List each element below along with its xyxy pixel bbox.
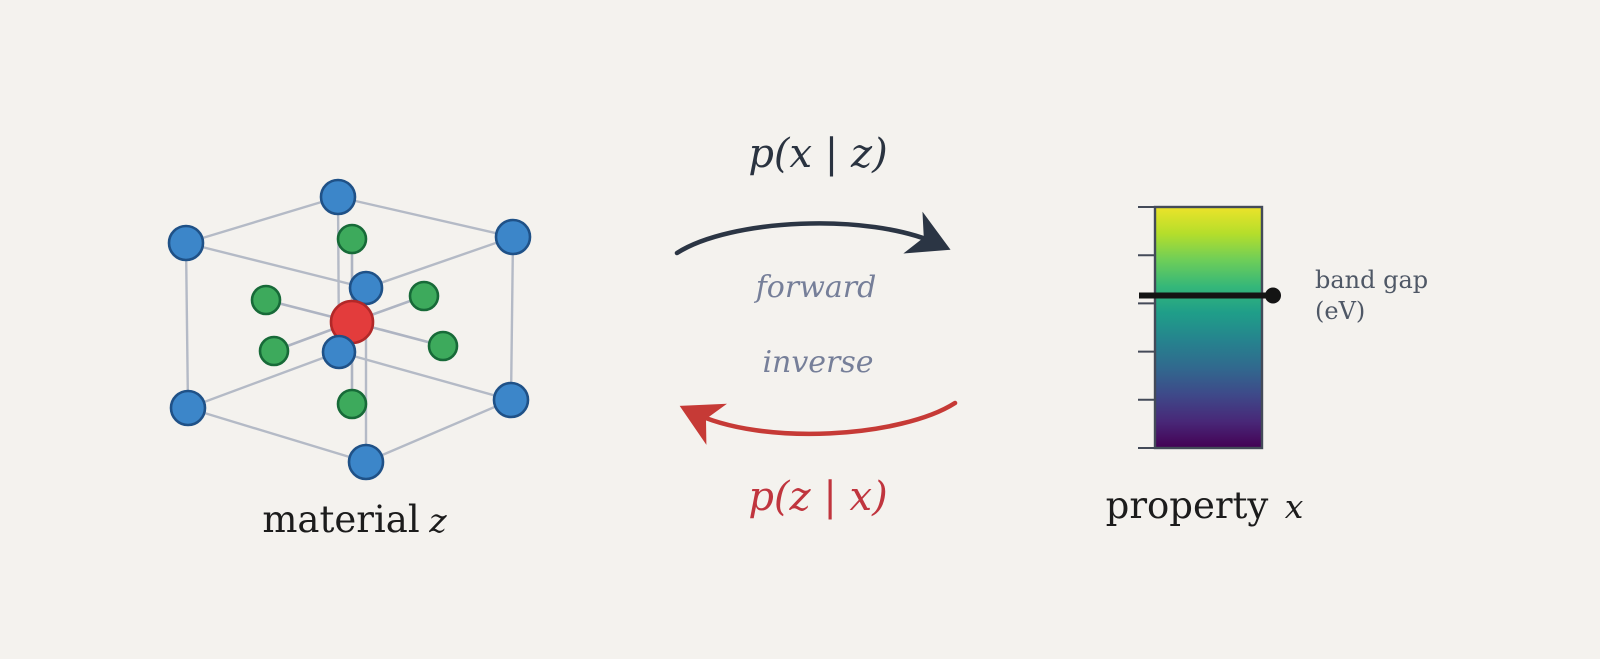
lattice-edge — [184, 242, 190, 409]
inverse-arrow — [679, 400, 958, 445]
band-gap-annotation-line1: band gap — [1315, 266, 1428, 294]
property-colorbar: band gap (eV) property x — [1106, 205, 1428, 527]
band-gap-annotation-line2: (eV) — [1315, 297, 1365, 325]
lattice-edge — [337, 195, 514, 239]
face-atom — [408, 280, 440, 312]
corner-atoms — [167, 178, 532, 481]
colorbar-ticks — [1138, 206, 1156, 449]
colorbar-gradient — [1153, 205, 1264, 450]
face-atom — [250, 284, 282, 316]
inverse-label: inverse — [762, 345, 873, 380]
corner-atom — [321, 334, 357, 370]
corner-atom — [319, 178, 357, 216]
forward-label: forward — [754, 270, 877, 305]
face-atom — [427, 330, 459, 362]
lattice-edge — [338, 350, 512, 402]
property-label: property — [1106, 484, 1269, 527]
corner-atom — [494, 218, 532, 256]
mapping-arrows: p(x | z) forward inverse p(z | x) — [674, 131, 958, 520]
face-atoms — [250, 223, 459, 420]
lattice-edge — [365, 398, 512, 464]
forward-formula: p(x | z) — [748, 131, 887, 177]
lattice-edge — [509, 236, 515, 401]
face-atom — [336, 388, 368, 420]
face-atom — [258, 335, 290, 367]
material-symbol: z — [428, 501, 447, 540]
lattice-edge — [187, 350, 340, 410]
lattice-edge — [185, 195, 339, 245]
lattice-edge — [187, 406, 367, 464]
lattice-edge — [185, 241, 367, 290]
corner-atom — [348, 270, 384, 306]
forward-arrow — [674, 211, 951, 256]
property-symbol: x — [1285, 487, 1304, 526]
material-label: material — [262, 498, 419, 541]
inverse-formula: p(z | x) — [748, 474, 887, 520]
face-atom — [336, 223, 368, 255]
crystal-structure: material z — [167, 178, 532, 541]
corner-atom — [167, 224, 205, 262]
corner-atom — [347, 443, 385, 481]
lattice-edge — [365, 235, 514, 290]
corner-atom — [492, 381, 530, 419]
band-gap-marker-dot — [1265, 287, 1281, 304]
corner-atom — [169, 389, 207, 427]
